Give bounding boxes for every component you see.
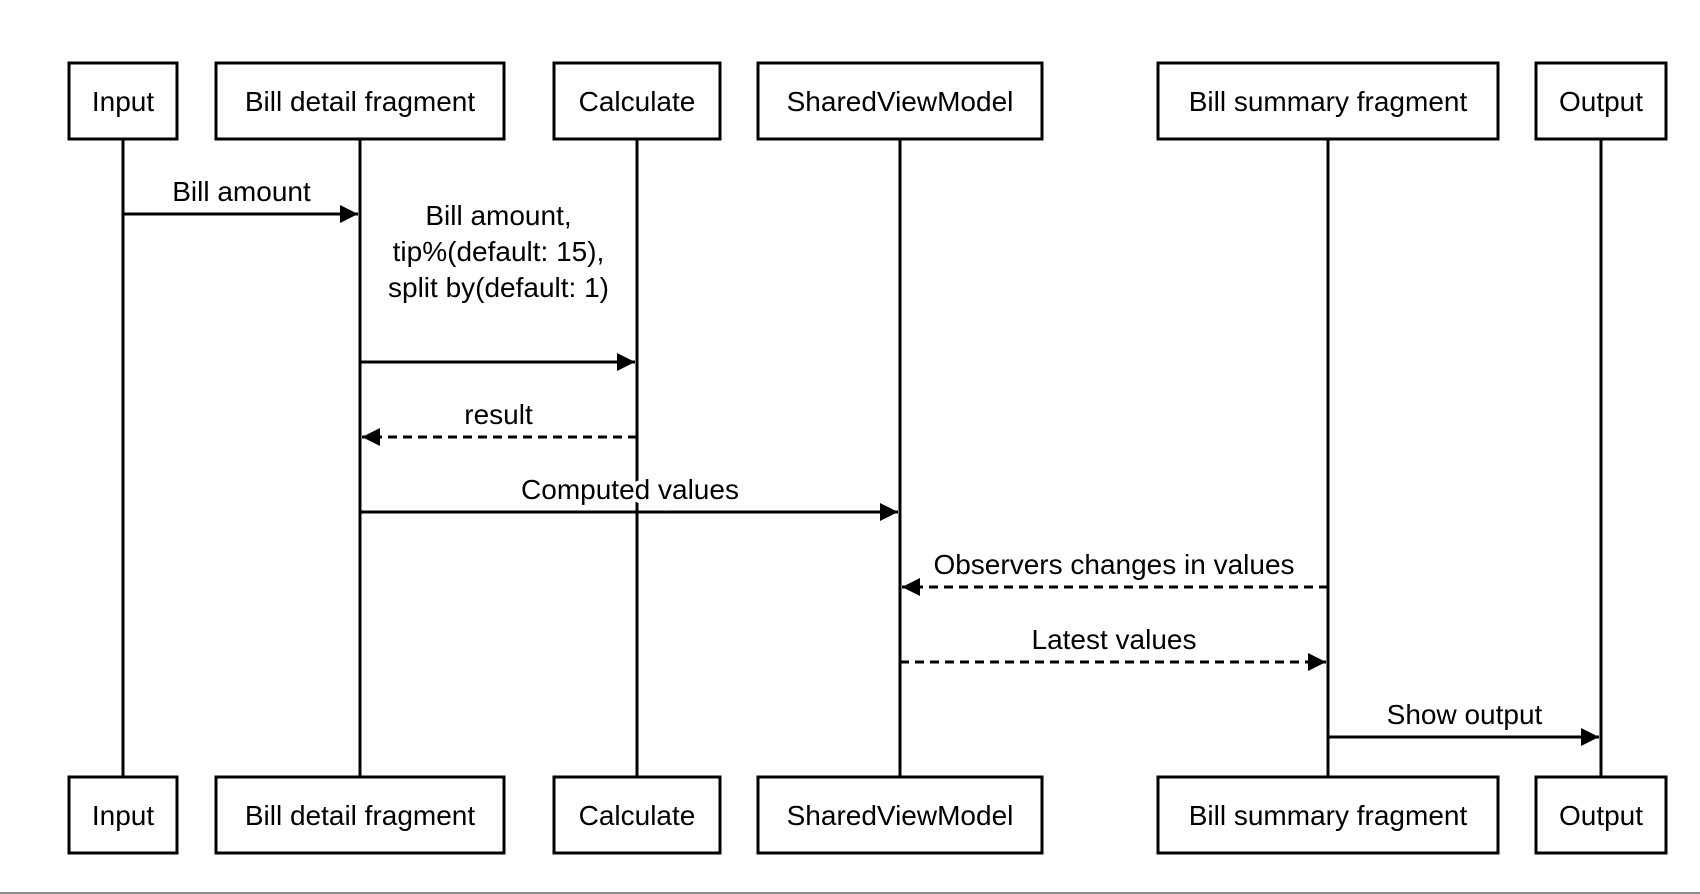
message-label: Computed values	[521, 474, 739, 505]
message-5: Observers changes in values	[902, 545, 1328, 596]
participant-label: Calculate	[579, 86, 696, 117]
participant-label: Calculate	[579, 800, 696, 831]
message-label: result	[464, 399, 533, 430]
message-label: split by(default: 1)	[388, 272, 609, 303]
participant-box	[67, 775, 179, 855]
participant-label: SharedViewModel	[787, 800, 1014, 831]
participant-calculate-top: Calculate	[552, 61, 722, 141]
participant-label: SharedViewModel	[787, 86, 1014, 117]
message-label: Bill amount,	[425, 200, 571, 231]
participant-label: Bill summary fragment	[1189, 800, 1468, 831]
participant-calculate-bottom: Calculate	[552, 775, 722, 855]
participant-output-top: Output	[1534, 61, 1668, 141]
message-label: Latest values	[1032, 624, 1197, 655]
participant-shared-vm-bottom: SharedViewModel	[756, 775, 1044, 855]
message-1: Bill amount	[123, 172, 358, 223]
message-label: Observers changes in values	[933, 549, 1294, 580]
participant-box	[1534, 775, 1668, 855]
participant-bill-detail-bottom: Bill detail fragment	[214, 775, 506, 855]
participant-shared-vm-top: SharedViewModel	[756, 61, 1044, 141]
participant-bill-summary-top: Bill summary fragment	[1156, 61, 1500, 141]
participant-box	[1534, 61, 1668, 141]
participant-label: Input	[92, 86, 154, 117]
message-6: Latest values	[900, 620, 1326, 671]
participant-label: Bill summary fragment	[1189, 86, 1468, 117]
participant-box	[67, 61, 179, 141]
participant-box	[1156, 61, 1500, 141]
message-4: Computed values	[360, 470, 898, 521]
participant-label: Output	[1559, 800, 1643, 831]
bottom-divider	[0, 892, 1700, 894]
participant-box	[552, 61, 722, 141]
participant-bill-detail-top: Bill detail fragment	[214, 61, 506, 141]
participant-label: Bill detail fragment	[245, 800, 476, 831]
participant-label: Bill detail fragment	[245, 86, 476, 117]
message-label: tip%(default: 15),	[393, 236, 605, 267]
participant-box	[552, 775, 722, 855]
participant-box	[214, 61, 506, 141]
message-label: Show output	[1387, 699, 1543, 730]
participant-label: Output	[1559, 86, 1643, 117]
message-7: Show output	[1328, 695, 1599, 746]
participant-box	[1156, 775, 1500, 855]
participant-input-top: Input	[67, 61, 179, 141]
participant-label: Input	[92, 800, 154, 831]
participant-box	[214, 775, 506, 855]
participant-input-bottom: Input	[67, 775, 179, 855]
message-2: Bill amount, tip%(default: 15), split by(d…	[360, 196, 635, 371]
participant-bill-summary-bottom: Bill summary fragment	[1156, 775, 1500, 855]
participant-output-bottom: Output	[1534, 775, 1668, 855]
participant-box	[756, 775, 1044, 855]
participant-box	[756, 61, 1044, 141]
message-3: result	[362, 395, 637, 446]
message-label: Bill amount	[172, 176, 311, 207]
